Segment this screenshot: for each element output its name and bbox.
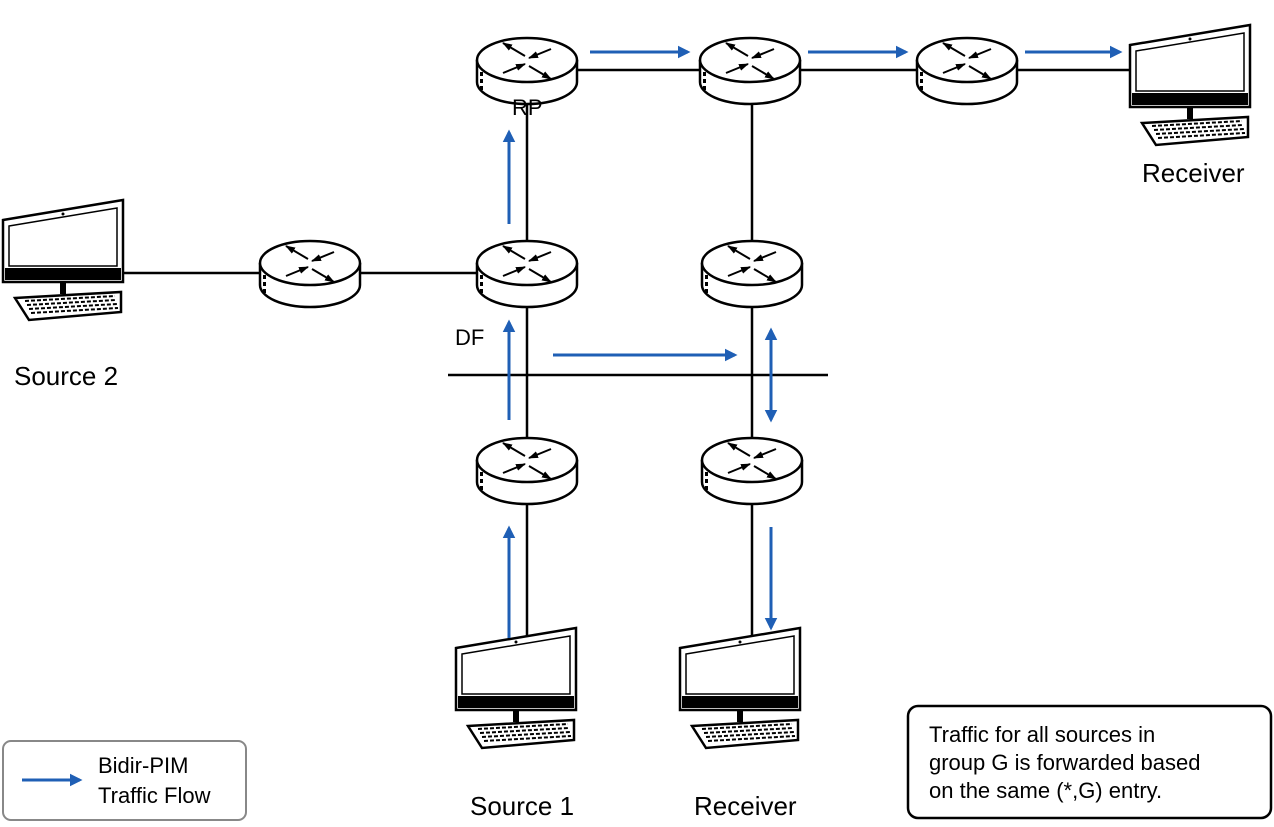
note-line1: Traffic for all sources in — [929, 722, 1155, 747]
computer-receiver-bottom — [678, 626, 802, 750]
computer-icon — [1128, 23, 1252, 147]
note-line2: group G is forwarded based — [929, 750, 1201, 775]
router-icon — [917, 38, 1017, 104]
receiver-bottom-label: Receiver — [694, 791, 797, 821]
computer-source2 — [1, 198, 125, 322]
source1-label: Source 1 — [470, 791, 574, 821]
computer-source1 — [454, 626, 578, 750]
router-icon — [260, 241, 360, 307]
router-bottom-right — [702, 438, 802, 504]
router-df — [477, 241, 577, 307]
router-top-middle — [700, 38, 800, 104]
legend: Bidir-PIM Traffic Flow — [2, 740, 247, 821]
traffic-flow-arrows — [502, 45, 1123, 638]
rp-label: RP — [512, 95, 543, 120]
receiver-top-right-label: Receiver — [1142, 158, 1245, 188]
router-source1 — [477, 438, 577, 504]
router-source2 — [260, 241, 360, 307]
legend-line2: Traffic Flow — [98, 783, 211, 808]
computer-icon — [1, 198, 125, 322]
network-links — [115, 68, 1140, 640]
router-middle — [702, 241, 802, 307]
source2-label: Source 2 — [14, 361, 118, 391]
router-icon — [702, 438, 802, 504]
router-icon — [477, 438, 577, 504]
df-label: DF — [455, 325, 484, 350]
computer-receiver-top-right — [1128, 23, 1252, 147]
router-icon — [700, 38, 800, 104]
router-icon — [702, 241, 802, 307]
router-top-right — [917, 38, 1017, 104]
note-box: Traffic for all sources in group G is fo… — [906, 704, 1273, 820]
computer-icon — [454, 626, 578, 750]
legend-line1: Bidir-PIM — [98, 753, 188, 778]
note-line3: on the same (*,G) entry. — [929, 778, 1162, 803]
computer-icon — [678, 626, 802, 750]
router-icon — [477, 241, 577, 307]
